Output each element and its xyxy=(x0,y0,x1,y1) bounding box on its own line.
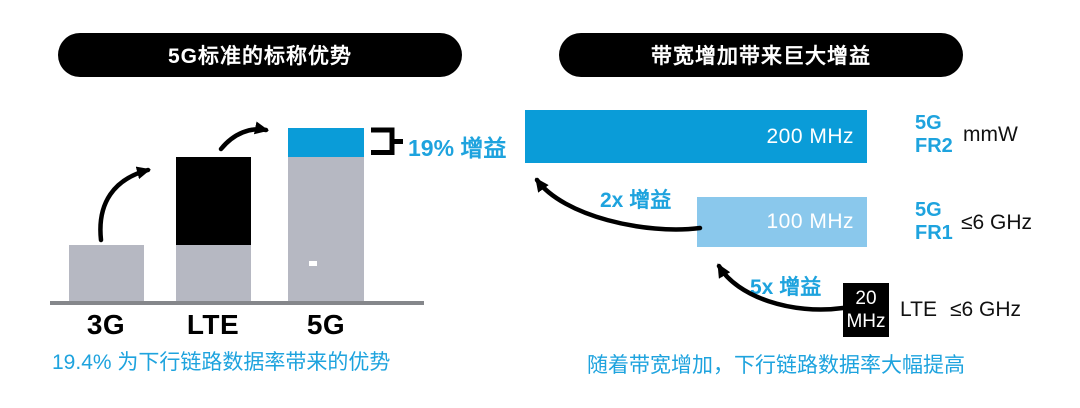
bandwidth-bar-200mhz: 200 MHz xyxy=(525,110,867,163)
bar-5g-base-segment xyxy=(288,157,364,301)
band-fr1: FR1 xyxy=(915,222,953,244)
gain-19-label: 19% 增益 xyxy=(408,135,507,161)
left-panel-caption: 19.4% 为下行链路数据率带来的优势 xyxy=(52,351,391,374)
bar-3g xyxy=(69,245,144,301)
gain-5x-label: 5x 增益 xyxy=(750,276,822,299)
bandwidth-bar-20mhz: 20 MHz xyxy=(843,283,889,337)
tech-label-lte: LTE xyxy=(900,298,937,321)
band-fr2: FR2 xyxy=(915,135,953,157)
tech-5g: 5G xyxy=(915,199,942,221)
bandwidth-bar-100mhz-label: 100 MHz xyxy=(766,210,854,233)
gain-2x-label: 2x 增益 xyxy=(600,189,672,212)
bar-lte-base-segment xyxy=(176,245,251,301)
gain-bracket xyxy=(371,127,395,155)
white-dash-mark xyxy=(309,261,317,266)
tech-5g: 5G xyxy=(915,112,942,134)
tech-label-5g-fr2: 5G FR2 xyxy=(915,112,953,158)
bandwidth-bar-20mhz-value: 20 xyxy=(855,288,877,309)
right-panel-caption: 随着带宽增加，下行链路数据率大幅提高 xyxy=(587,354,965,377)
category-label-3g: 3G xyxy=(86,309,126,340)
left-panel-title: 5G标准的标称优势 xyxy=(167,45,352,68)
spectrum-label-sub6-fr1: ≤6 GHz xyxy=(961,211,1033,234)
category-label-5g: 5G xyxy=(306,309,346,340)
right-panel-title: 带宽增加带来巨大增益 xyxy=(651,45,871,68)
bar-lte-upper-segment xyxy=(176,157,251,245)
category-label-lte: LTE xyxy=(186,309,240,340)
x-axis-baseline xyxy=(50,301,424,305)
left-panel-title-pill: 5G标准的标称优势 xyxy=(58,33,462,77)
spectrum-label-sub6-lte: ≤6 GHz xyxy=(950,298,1022,321)
growth-arrow-3g-to-lte xyxy=(98,166,151,243)
bandwidth-bar-200mhz-label: 200 MHz xyxy=(766,124,854,148)
bar-5g-gain-segment xyxy=(288,128,364,157)
right-panel-title-pill: 带宽增加带来巨大增益 xyxy=(559,33,963,77)
bandwidth-bar-20mhz-unit: MHz xyxy=(846,311,886,332)
growth-arrow-lte-to-5g xyxy=(218,121,269,152)
spectrum-label-mmw: mmW xyxy=(963,123,1018,146)
tech-label-5g-fr1: 5G FR1 xyxy=(915,199,953,245)
bandwidth-bar-100mhz: 100 MHz xyxy=(697,197,867,247)
